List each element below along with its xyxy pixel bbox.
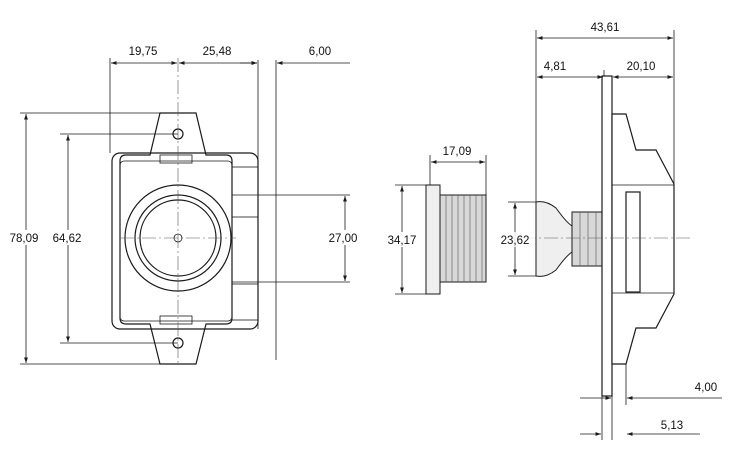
side-view: 43,61 4,81 20,10 23,62 4,00 5,13 — [495, 22, 722, 440]
dim-19-75: 19,75 — [129, 46, 158, 58]
nut-thread — [439, 194, 487, 283]
dim-43-61: 43,61 — [591, 22, 620, 34]
dim-25-48: 25,48 — [203, 46, 232, 58]
thread-lines — [445, 195, 483, 282]
dim-23-62: 23,62 — [501, 235, 530, 247]
dim-17-09: 17,09 — [443, 146, 472, 158]
dim-20-10: 20,10 — [627, 61, 656, 73]
housing-inner — [119, 160, 233, 322]
dim-5-13: 5,13 — [661, 420, 683, 432]
tab-bottom — [159, 315, 193, 325]
dim-34-17: 34,17 — [388, 235, 417, 247]
dim-64-62: 64,62 — [53, 233, 82, 245]
nut-flange — [425, 184, 441, 295]
side-window-top — [231, 166, 259, 218]
front-view: 19,75 25,48 6,00 78,09 64,62 27,00 — [6, 46, 364, 365]
housing-frame — [111, 152, 259, 330]
dim-6-00: 6,00 — [309, 46, 331, 58]
button-stem — [571, 211, 603, 267]
side-plate — [601, 75, 613, 397]
dim-27-00: 27,00 — [329, 233, 358, 245]
dim-4-81: 4,81 — [544, 61, 566, 73]
button-knob — [535, 201, 573, 277]
mounting-plate — [119, 112, 233, 365]
side-body — [611, 113, 675, 365]
nut-view: 17,09 34,17 — [382, 146, 487, 295]
side-slot — [625, 191, 641, 293]
dim-78-09: 78,09 — [10, 233, 39, 245]
tab-top — [159, 154, 193, 164]
side-window-bottom — [231, 283, 259, 321]
dim-4-00: 4,00 — [695, 382, 717, 394]
